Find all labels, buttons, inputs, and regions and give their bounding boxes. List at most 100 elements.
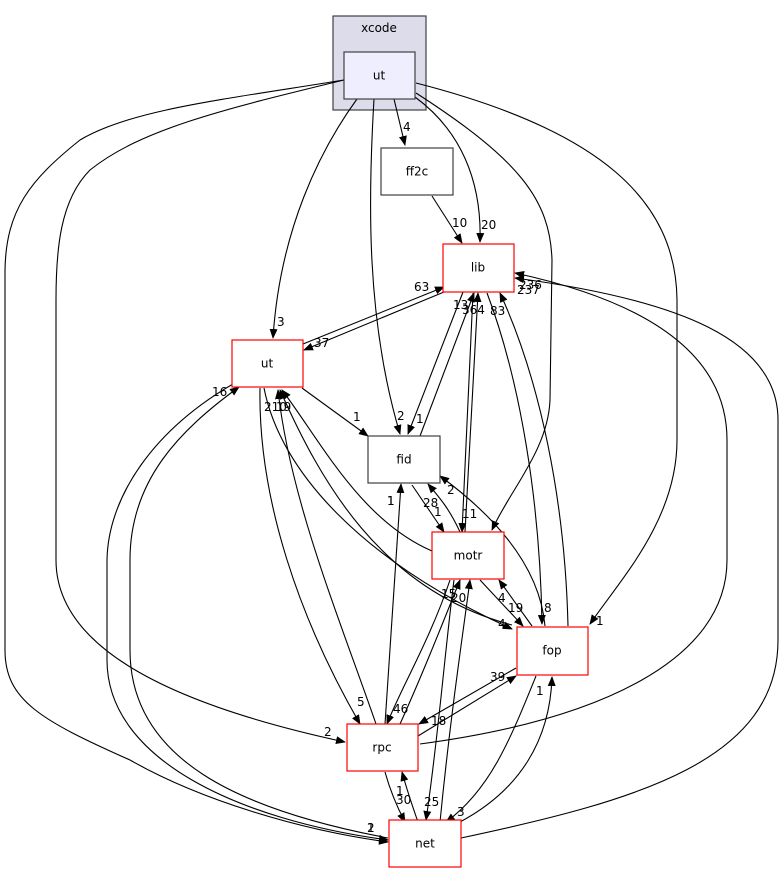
node-label: fop [542, 644, 561, 658]
edge-motr-to-rpc[interactable] [386, 579, 451, 725]
edge-net-to-ut[interactable] [129, 386, 389, 839]
edge-label: 11 [462, 507, 477, 521]
node-label: ut [373, 69, 386, 83]
edge-label: 37 [314, 336, 329, 350]
edge-xcode-ut-to-ff2c[interactable] [393, 98, 407, 146]
edge-label: 30 [396, 793, 411, 807]
edge-rpc-to-motr[interactable] [399, 579, 461, 725]
edge-label: 20 [481, 218, 496, 232]
node-label: net [415, 837, 435, 851]
edge-fop-to-net[interactable] [445, 675, 537, 823]
edge-ut-to-net[interactable] [106, 379, 389, 843]
edge-net-to-motr[interactable] [439, 579, 473, 823]
edges [4, 79, 779, 845]
edge-xcode-ut-to-lib[interactable] [414, 96, 485, 243]
edge-label: 8 [544, 601, 552, 615]
edge-fop-to-fid[interactable] [439, 475, 546, 627]
edge-xcode-ut-to-ut[interactable] [269, 98, 358, 339]
edge-rpc-to-ut[interactable] [275, 389, 377, 725]
edge-rpc-to-lib[interactable] [419, 270, 728, 745]
edge-net-to-rpc[interactable] [400, 771, 419, 823]
edge-label: 15 [441, 587, 456, 601]
edge-label: 364 [462, 303, 485, 317]
edge-label: 16 [212, 385, 227, 399]
node-xcode-ut[interactable]: ut [343, 51, 416, 100]
edge-label: 5 [357, 695, 365, 709]
edge-xcode-ut-to-fid[interactable] [369, 98, 402, 435]
edge-label: 1 [396, 784, 404, 798]
edge-fop-to-motr[interactable] [498, 579, 533, 627]
edge-lib-to-fop[interactable] [486, 292, 546, 625]
edge-label: 4 [498, 591, 506, 605]
edge-ut-to-fop[interactable] [263, 387, 513, 630]
node-fid[interactable]: fid [367, 435, 441, 484]
edge-motr-to-lib[interactable] [464, 292, 482, 533]
edge-label: 1 [387, 494, 395, 508]
node-label: ut [261, 357, 274, 371]
edge-label: 1 [416, 412, 424, 426]
edge-motr-to-fid[interactable] [427, 483, 461, 533]
node-fop[interactable]: fop [516, 626, 589, 676]
edge-labels: 4 20 3 2 11 1 2 1 10 37 63 1 13 364 83 2… [212, 120, 604, 835]
edge-rpc-to-net[interactable] [384, 771, 406, 823]
node-lib[interactable]: lib [442, 243, 515, 293]
edge-xcode-ut-to-fop[interactable] [415, 82, 678, 625]
node-motr[interactable]: motr [431, 531, 505, 580]
node-ut[interactable]: ut [231, 339, 304, 388]
node-ff2c[interactable]: ff2c [380, 147, 454, 196]
edge-fid-to-motr[interactable] [411, 484, 445, 533]
edge-label: 236 [519, 278, 542, 292]
edge-label: 28 [423, 496, 438, 510]
edge-label: 2 [367, 821, 375, 835]
edge-fid-to-lib[interactable] [419, 292, 475, 437]
edge-rpc-to-fid[interactable] [384, 483, 405, 725]
edge-label: 18 [431, 714, 446, 728]
edge-motr-to-ut[interactable] [281, 389, 433, 552]
edge-ff2c-to-lib[interactable] [431, 195, 463, 244]
edge-rpc-to-fop[interactable] [417, 675, 517, 737]
edge-label: 3 [457, 805, 465, 819]
edge-ut-to-lib[interactable] [302, 286, 445, 345]
edge-label: 210 [264, 400, 287, 414]
edge-motr-to-net[interactable] [423, 579, 455, 821]
edge-net-to-lib[interactable] [460, 275, 779, 839]
edge-label: 1 [596, 614, 604, 628]
edge-xcode-ut-to-motr[interactable] [415, 92, 553, 531]
edge-label: 1 [367, 821, 375, 835]
edge-label: 10 [452, 216, 467, 230]
edge-label: 83 [490, 304, 505, 318]
edge-label: 2 [324, 725, 332, 739]
edge-motr-to-fop[interactable] [479, 579, 524, 627]
edge-label: 39 [490, 670, 505, 684]
edge-fop-to-lib[interactable] [499, 292, 569, 627]
edge-ut-to-rpc[interactable] [259, 387, 361, 725]
edge-label: 1 [434, 505, 442, 519]
edge-xcode-ut-to-rpc[interactable] [55, 79, 346, 745]
edge-label: 46 [393, 702, 408, 716]
edge-label: 1 [353, 410, 361, 424]
edge-label: 25 [424, 795, 439, 809]
edge-ut-to-fid[interactable] [301, 387, 369, 437]
edge-net-to-fop[interactable] [459, 676, 556, 823]
edge-lib-to-ut[interactable] [303, 291, 445, 351]
edge-label: 2 [397, 409, 405, 423]
edge-label: 2 [447, 483, 455, 497]
node-rpc[interactable]: rpc [346, 723, 419, 772]
edge-label: 20 [451, 591, 466, 605]
edge-lib-to-motr[interactable] [458, 292, 474, 533]
edge-lib-to-fid[interactable] [407, 291, 464, 435]
edge-label: 1 [387, 494, 395, 508]
node-label: fid [396, 453, 411, 467]
edge-label: 19 [276, 400, 291, 414]
edge-xcode-ut-to-net[interactable] [4, 79, 389, 845]
edge-fop-to-rpc[interactable] [418, 667, 517, 725]
cluster-xcode-label: xcode [361, 21, 397, 35]
node-net[interactable]: net [388, 819, 462, 868]
node-label: lib [471, 261, 485, 275]
edge-label: 237 [517, 283, 540, 297]
edge-label: 1 [536, 684, 544, 698]
edge-fop-to-ut[interactable] [279, 389, 513, 626]
edge-label: 13 [453, 298, 468, 312]
node-label: ff2c [406, 165, 429, 179]
